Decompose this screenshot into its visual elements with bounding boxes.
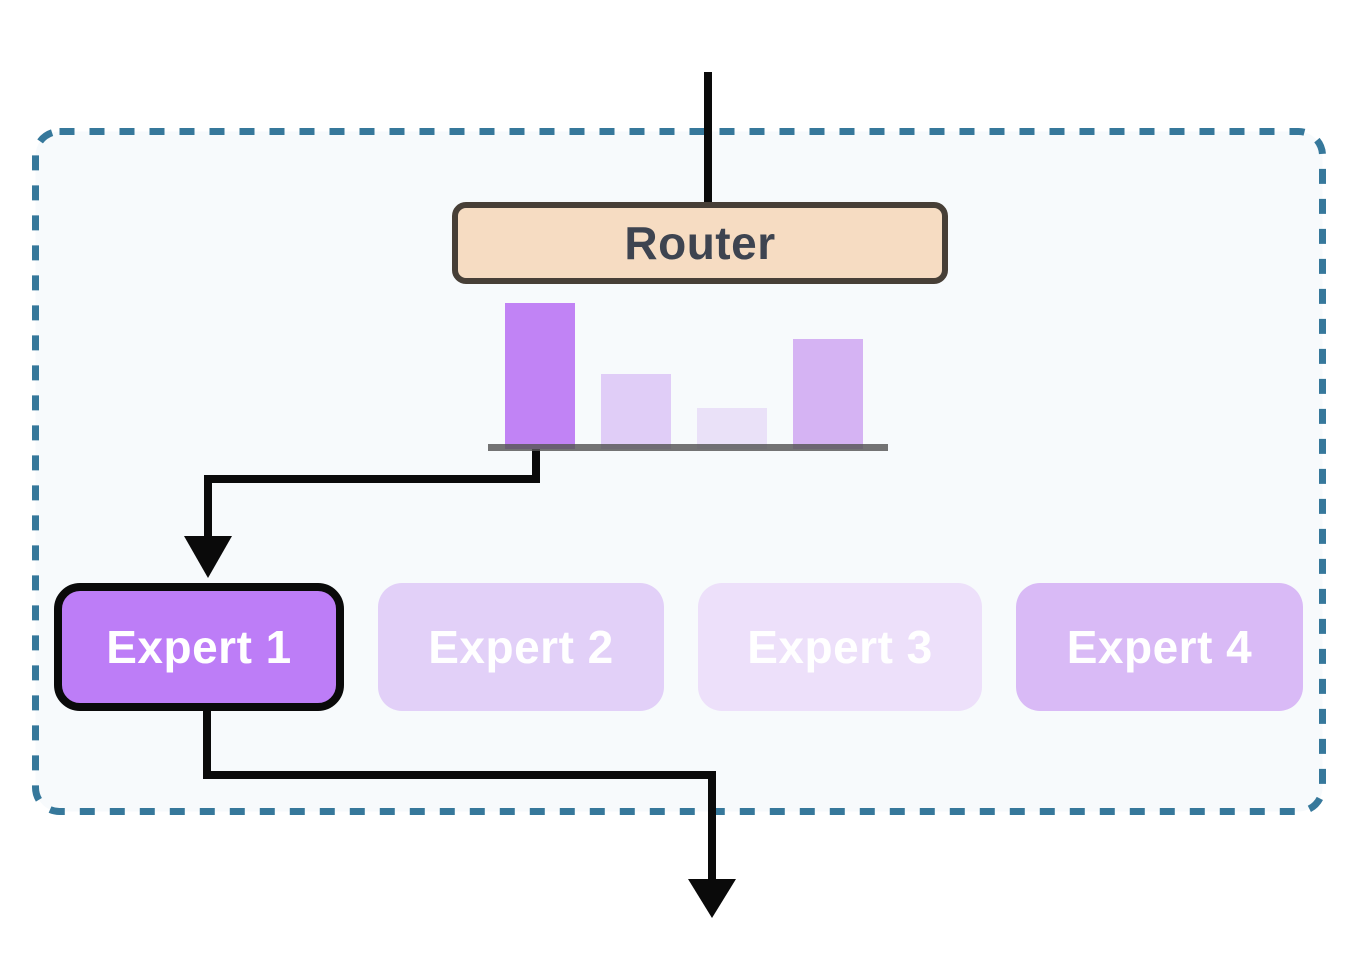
expert-2-label: Expert 2 (428, 621, 614, 673)
expert-4-box: Expert 4 (1016, 583, 1303, 711)
router-weight-bar (697, 408, 767, 449)
expert-1-label: Expert 1 (106, 621, 292, 673)
expert-3-label: Expert 3 (747, 621, 933, 673)
router-weight-bar (601, 374, 671, 449)
router-weights-chart (488, 303, 888, 451)
router-label: Router (624, 217, 776, 269)
router-box: Router (452, 202, 948, 284)
moe-container-box (32, 128, 1326, 815)
expert-4-label: Expert 4 (1066, 621, 1253, 673)
router-weight-bar (505, 303, 575, 449)
expert-2-box: Expert 2 (378, 583, 664, 711)
expert-3-box: Expert 3 (698, 583, 982, 711)
output-arrow (203, 707, 736, 918)
router-weight-bar (793, 339, 863, 449)
routing-arrow (184, 448, 540, 578)
expert-1-box: Expert 1 (54, 583, 344, 711)
chart-baseline (488, 444, 888, 451)
